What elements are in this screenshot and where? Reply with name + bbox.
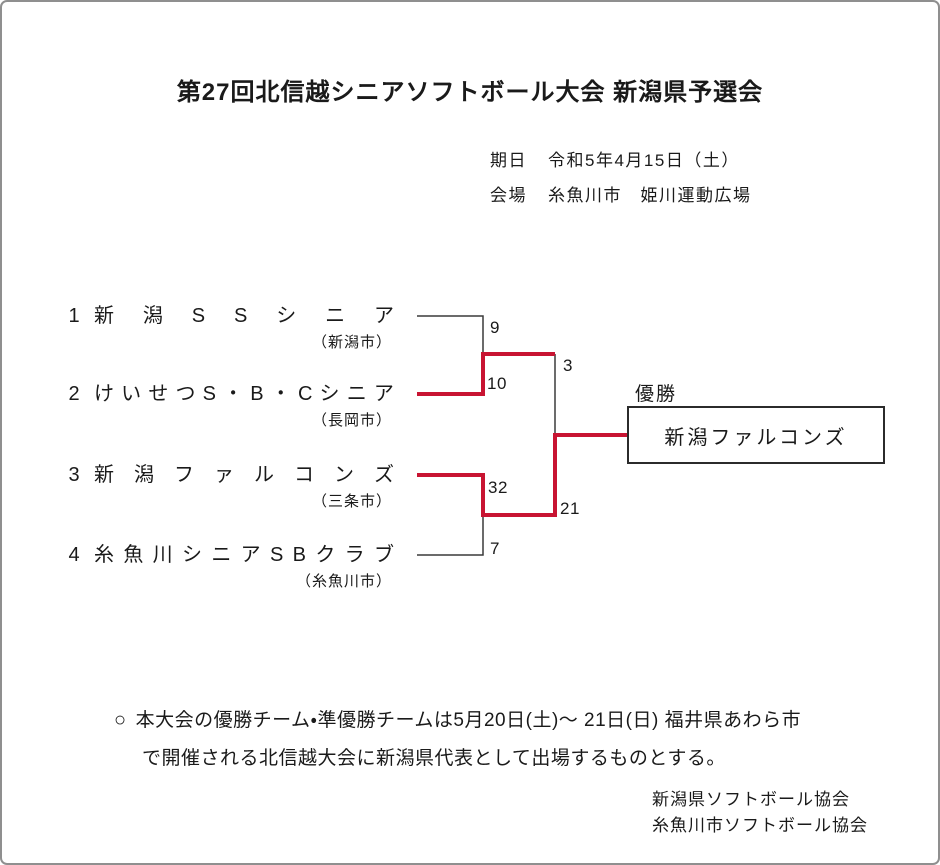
team-city: （新潟市） — [311, 334, 392, 351]
venue-label: 会場 — [490, 186, 527, 205]
team-name: 新潟ファルコンズ — [94, 464, 394, 486]
event-venue-row: 会場 糸魚川市 姫川運動広場 — [490, 187, 752, 205]
team-seed: 3 — [68, 464, 80, 486]
team-city: （糸魚川市） — [295, 573, 392, 590]
page-title: 第27回北信越シニアソフトボール大会 新潟県予選会 — [176, 79, 764, 106]
footer-note-line1: ○ 本大会の優勝チーム・準優勝チームは5月20日(土)～ 21日(日) 福井県あわ… — [114, 705, 801, 732]
team-city: （三条市） — [311, 493, 392, 510]
team-seed: 1 — [68, 305, 80, 327]
organizations: 新潟県ソフトボール協会 糸魚川市ソフトボール協会 — [652, 787, 868, 839]
score-team4: 7 — [490, 539, 500, 558]
score-team1: 9 — [490, 318, 500, 337]
team-city: （長岡市） — [311, 412, 392, 429]
team-row-3: 3 新潟ファルコンズ — [62, 463, 394, 487]
date-value: 令和5年4月15日（土） — [548, 151, 740, 170]
event-meta: 期日 令和5年4月15日（土） 会場 糸魚川市 姫川運動広場 — [490, 152, 752, 222]
score-final-top: 3 — [563, 356, 573, 375]
note-bullet: ○ — [114, 709, 127, 731]
team3-champion-path — [417, 433, 627, 517]
champion-name: 新潟ファルコンズ — [664, 426, 848, 449]
footer-note-line2: で開催される北信越大会に新潟県代表として出場するものとする。 — [142, 743, 726, 770]
note-text-1: 本大会の優勝チーム・準優勝チームは5月20日(土)～ 21日(日) 福井県あわら… — [135, 710, 802, 731]
champion-label: 優勝 — [635, 384, 678, 405]
organization-2: 糸魚川市ソフトボール協会 — [652, 816, 868, 835]
team-seed: 2 — [68, 383, 80, 405]
venue-value: 糸魚川市 姫川運動広場 — [548, 186, 752, 205]
team4-connector-line — [417, 515, 484, 556]
organization-1: 新潟県ソフトボール協会 — [652, 790, 850, 809]
event-date-row: 期日 令和5年4月15日（土） — [490, 152, 752, 170]
note-text-2: で開催される北信越大会に新潟県代表として出場するものとする。 — [142, 748, 726, 769]
team2-winner-path — [417, 352, 555, 396]
score-team2: 10 — [487, 374, 507, 393]
team1-connector-line — [417, 315, 484, 354]
score-team3: 32 — [488, 478, 508, 497]
team-seed: 4 — [68, 544, 80, 566]
champion-box: 新潟ファルコンズ — [627, 406, 885, 464]
date-label: 期日 — [490, 151, 527, 170]
score-final-bottom: 21 — [560, 499, 580, 518]
